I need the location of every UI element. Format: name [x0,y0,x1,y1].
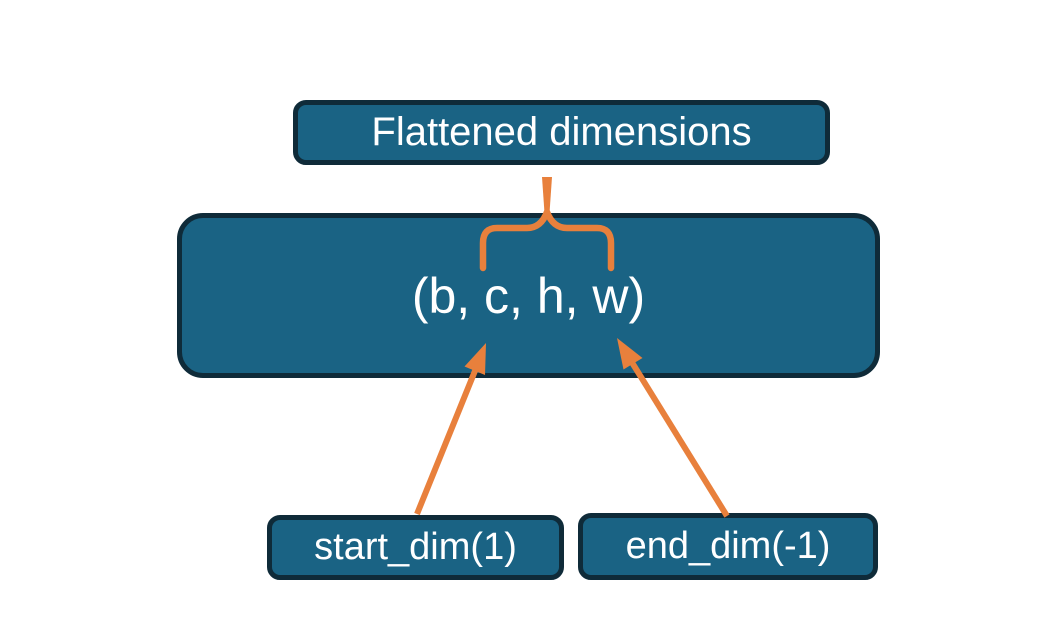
flattened-dimensions-box: Flattened dimensions [293,100,830,165]
end-dim-label: end_dim(-1) [625,525,831,567]
flattened-dimensions-label: Flattened dimensions [371,110,752,154]
tensor-shape-label: (b, c, h, w) [411,267,646,324]
tensor-shape-box: (b, c, h, w) [177,213,880,378]
start-dim-box: start_dim(1) [267,515,564,580]
end-dim-box: end_dim(-1) [578,513,878,580]
brace-stem-connector [542,177,552,213]
start-dim-label: start_dim(1) [314,526,517,568]
